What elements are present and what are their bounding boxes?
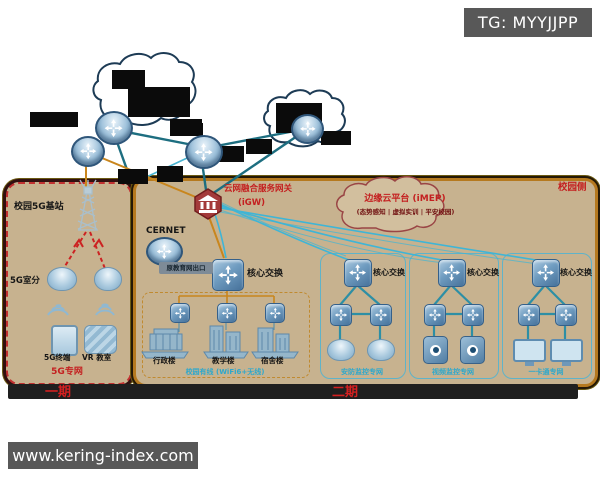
access-switch-icon — [170, 303, 190, 323]
subnet-label: 视频监控专网 — [432, 368, 474, 376]
edge-cloud-title: 边缘云平台 (iMEP) — [364, 194, 446, 204]
dome-camera-icon — [367, 339, 395, 361]
phase2-label: 二期 — [332, 385, 359, 400]
access-switch-icon — [265, 303, 285, 323]
subnet-box-1 — [320, 253, 406, 379]
subnet-label: 安防监控专网 — [341, 368, 383, 376]
building-icons — [141, 325, 299, 359]
wired-zone-outline — [142, 292, 310, 378]
dome-camera-icon — [327, 339, 355, 361]
5g-terminal-icon — [51, 325, 78, 356]
operator-router-icon — [71, 136, 105, 167]
vr-classroom-icon — [84, 325, 117, 354]
core-switch-label: 核心交换 — [247, 269, 284, 279]
side-label: 校园侧 — [558, 182, 587, 193]
building-label: 教学楼 — [212, 356, 235, 365]
internet-router-icon — [95, 111, 133, 145]
access-switch-icon — [555, 304, 577, 326]
building-label: 宿舍楼 — [261, 356, 284, 365]
redaction-block — [112, 70, 145, 89]
redaction-block — [157, 166, 183, 182]
redaction-block — [128, 87, 190, 117]
cloud-router-icon — [291, 114, 324, 144]
core-switch-icon — [212, 259, 244, 291]
phase-band — [8, 384, 578, 399]
cernet-label: CERNET — [146, 226, 186, 236]
redaction-block — [321, 131, 351, 145]
core-switch-icon — [438, 259, 466, 287]
card-terminal-icon — [550, 339, 583, 366]
indoor-label: 5G室分 — [10, 276, 40, 286]
5g-indoor-ap-icon — [94, 267, 122, 291]
education-exit-tag: 原教育网出口 — [159, 262, 213, 274]
igw-gateway-icon — [194, 188, 222, 220]
core-switch-icon — [532, 259, 560, 287]
left-box-title: 校园5G基站 — [14, 202, 64, 212]
edge-cloud-shape — [336, 176, 445, 233]
building-label: 行政楼 — [153, 356, 176, 365]
redaction-block — [216, 146, 244, 162]
subnet-box-3 — [502, 253, 592, 379]
5g-tower-icon — [77, 179, 98, 231]
card-terminal-icon — [513, 339, 546, 366]
wired-zone-label: 校园有线 (WiFi6+无线) — [185, 368, 265, 376]
backbone-router-icon — [185, 135, 223, 169]
core-switch-label: 核心交换 — [373, 268, 405, 277]
subnet-box-2 — [409, 253, 499, 379]
box-camera-icon — [423, 336, 448, 364]
redaction-block — [246, 139, 272, 154]
access-switch-icon — [330, 304, 352, 326]
access-switch-icon — [217, 303, 237, 323]
access-switch-icon — [370, 304, 392, 326]
phase1-label: 一期 — [45, 385, 72, 400]
tg-watermark-badge: TG: MYYJJPP — [464, 8, 592, 37]
edge-cloud-services: (态势感知 | 虚拟实训 | 平安校园) — [356, 208, 455, 216]
access-switch-icon — [462, 304, 484, 326]
core-switch-label: 核心交换 — [560, 268, 592, 277]
5g-indoor-ap-icon — [47, 267, 77, 291]
redaction-block — [118, 169, 148, 184]
access-switch-icon — [424, 304, 446, 326]
redaction-block — [187, 123, 203, 136]
site-watermark-badge: www.kering-index.com — [8, 442, 198, 469]
terminal-label: 5G终端 — [44, 353, 71, 362]
access-switch-icon — [518, 304, 540, 326]
box-camera-icon — [460, 336, 485, 364]
subnet-label: 一卡通专网 — [528, 368, 564, 376]
redaction-block — [30, 112, 78, 127]
vr-label: VR 教室 — [82, 353, 112, 362]
core-switch-label: 核心交换 — [467, 268, 499, 277]
5g-network-label: 5G专网 — [51, 367, 83, 377]
gateway-name: 云网融合服务网关 — [224, 184, 293, 194]
gateway-abbr: (iGW) — [238, 198, 266, 208]
core-switch-icon — [344, 259, 372, 287]
